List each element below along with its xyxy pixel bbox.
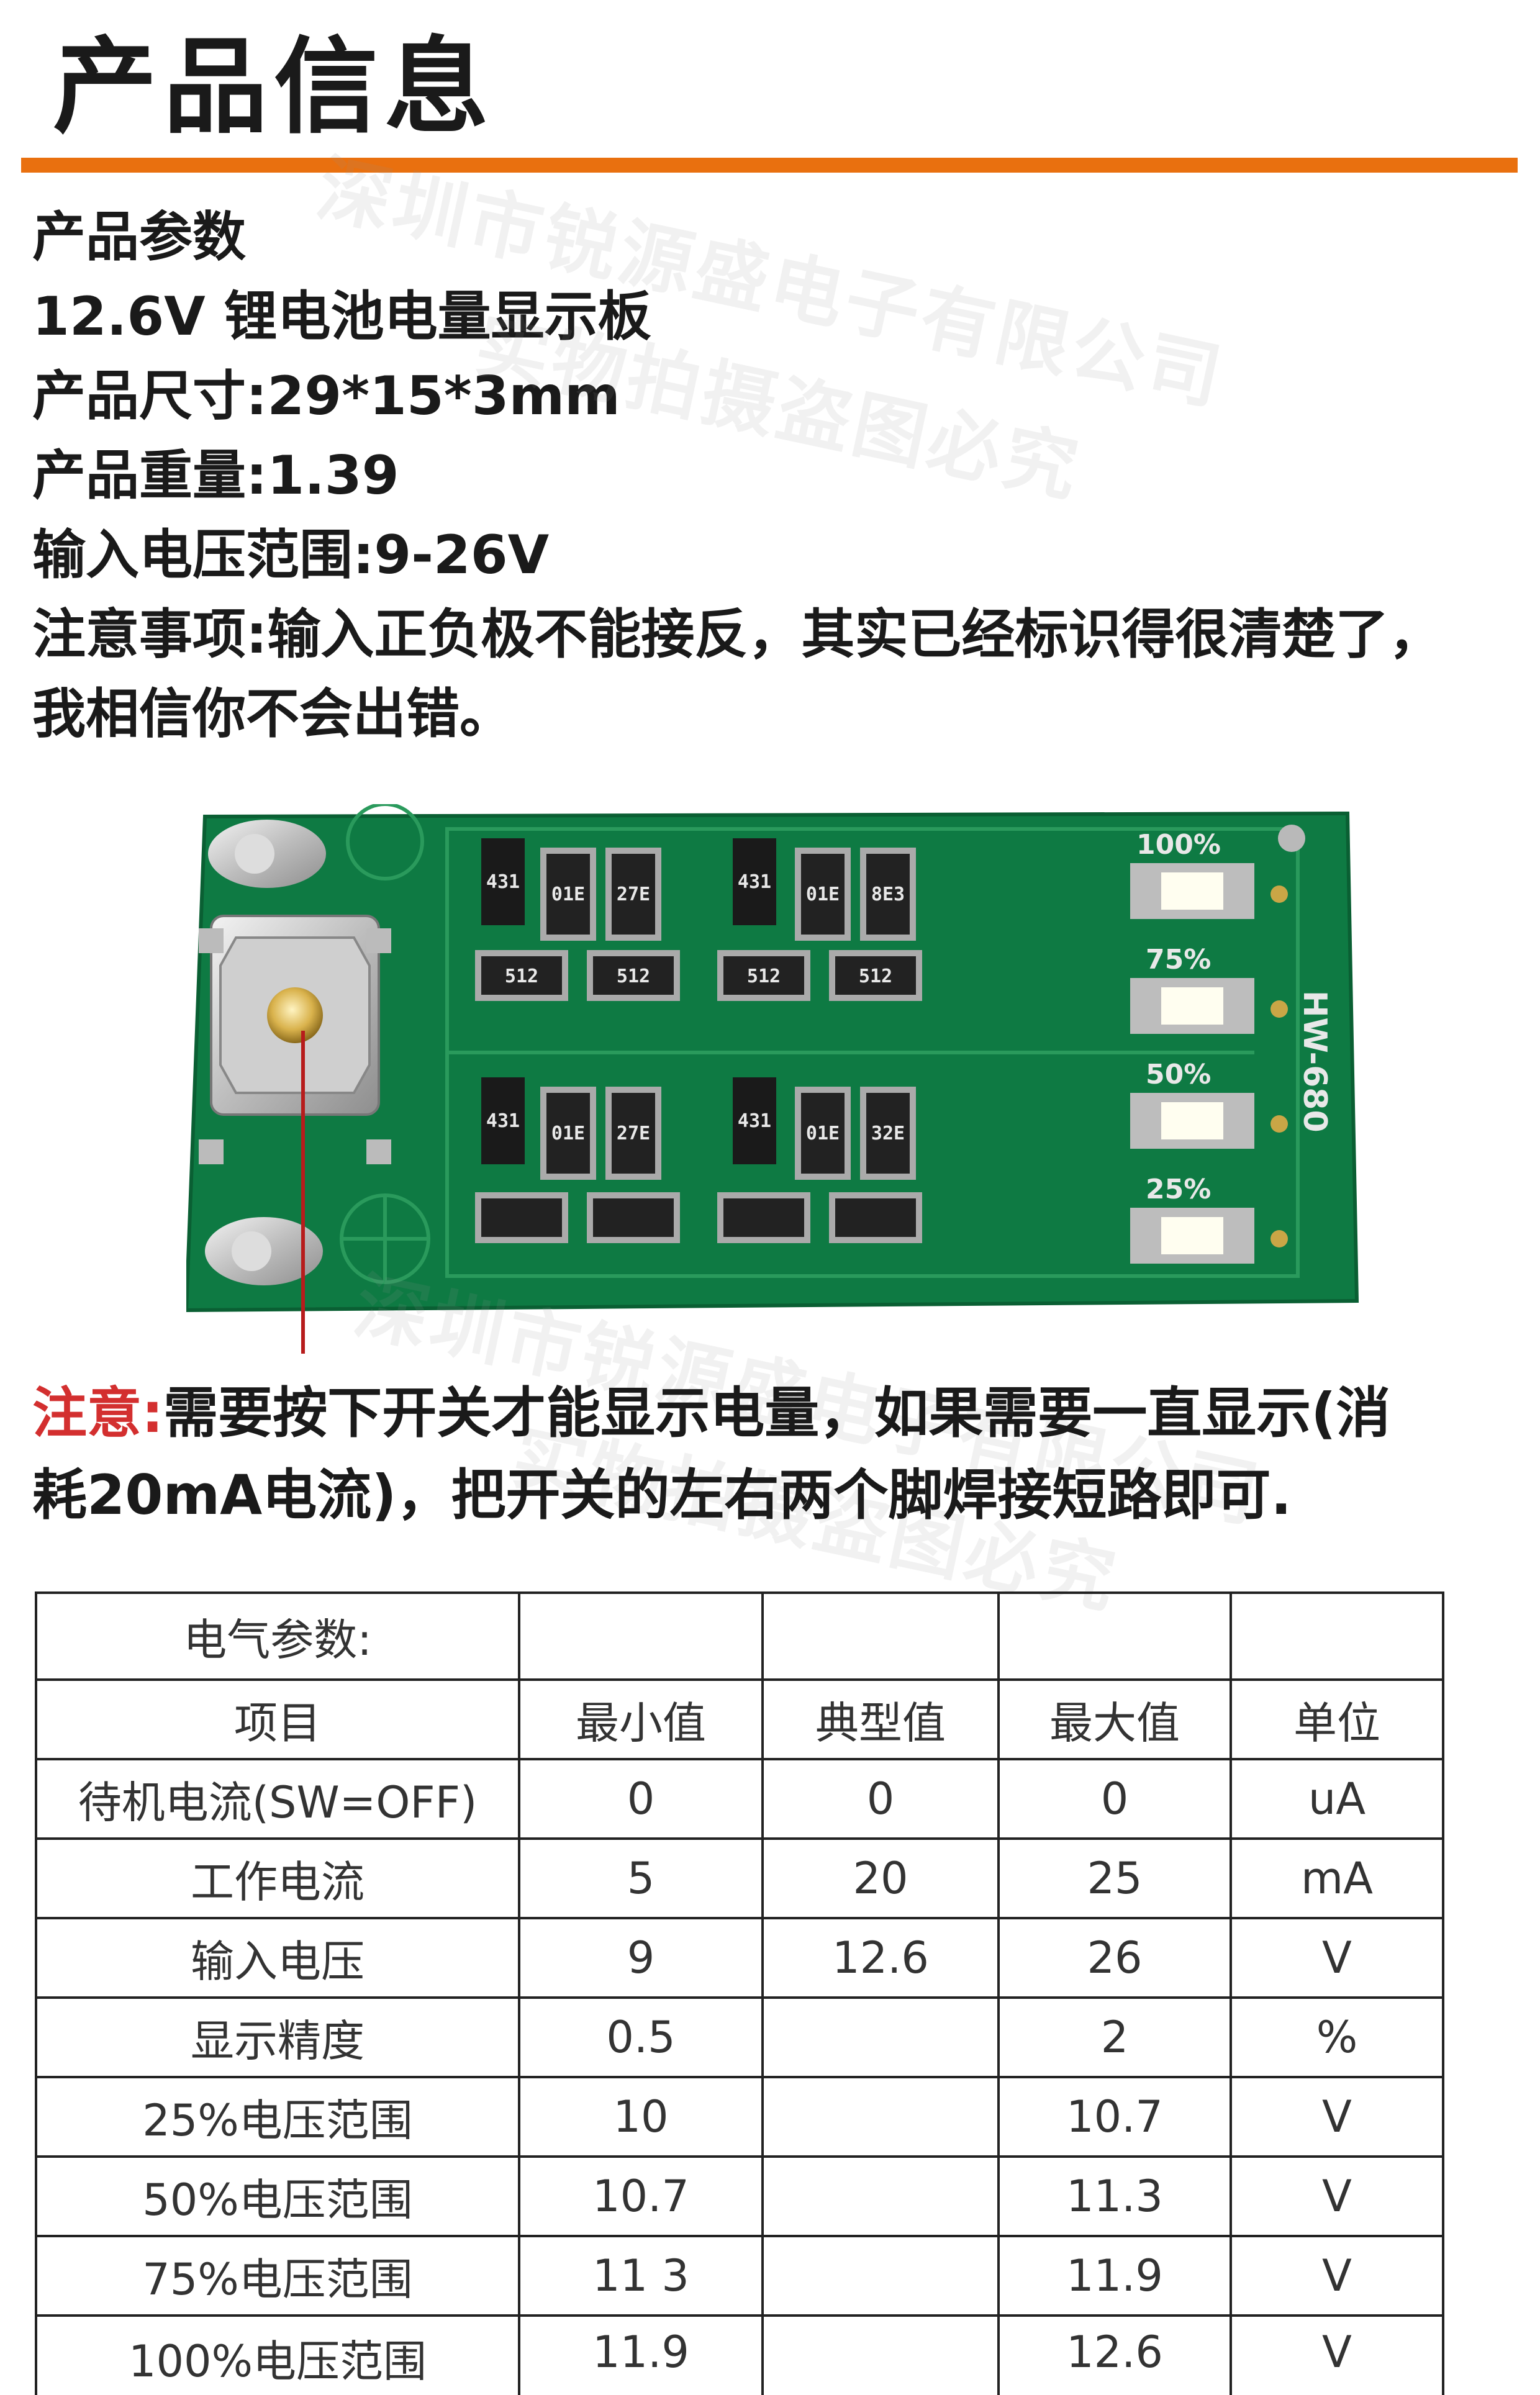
header-item: 项目: [35, 1678, 520, 1760]
switch-callout-line: [301, 1031, 305, 1354]
table-cell: 待机电流(SW=OFF): [35, 1758, 520, 1840]
table-cell: 25%电压范围: [35, 2076, 520, 2158]
table-header-row: 项目 最小值 典型值 最大值 单位: [35, 1678, 1444, 1760]
page-title: 产品信息: [53, 26, 495, 148]
note-line-2: 耗20mA电流)，把开关的左右两个脚焊接短路即可.: [32, 1463, 1292, 1527]
info-size: 产品尺寸:29*15*3mm: [32, 365, 620, 427]
table-cell: 20: [761, 1837, 1000, 1919]
table-caption-row: 电气参数:: [35, 1591, 1444, 1681]
resistor-label: 01E: [551, 1123, 585, 1144]
table-cell: [761, 2076, 1000, 2158]
resistor-label: 512: [505, 966, 538, 987]
table-cell: uA: [1230, 1758, 1444, 1840]
info-product-name: 12.6V 锂电池电量显示板: [32, 286, 651, 348]
table-cell: 0: [761, 1758, 1000, 1840]
board-model-label: HW-680: [1296, 990, 1333, 1133]
info-voltage: 输入电压范围:9-26V: [32, 524, 550, 586]
resistor-label: 27E: [617, 1123, 650, 1144]
table-caption: 电气参数:: [35, 1591, 520, 1681]
table-cell: 26: [997, 1917, 1232, 1999]
table-cell: 50%电压范围: [35, 2155, 520, 2237]
table-cell: V: [1230, 2076, 1444, 2158]
table-cell: 工作电流: [35, 1837, 520, 1919]
led-label-100: 100%: [1136, 829, 1221, 861]
resistor-label: 8E3: [871, 884, 905, 905]
led-label-25: 25%: [1146, 1174, 1211, 1205]
info-caution: 注意事项:输入正负极不能接反，其实已经标识得很清楚了，: [32, 604, 1443, 666]
info-caution-cont: 我相信你不会出错。: [32, 683, 513, 745]
table-cell: 2: [997, 1996, 1232, 2078]
table-cell: V: [1230, 2235, 1444, 2317]
note-line-1: 注意:需要按下开关才能显示电量，如果需要一直显示(消: [32, 1372, 1523, 1454]
table-cell: 11.9: [518, 2314, 764, 2395]
table-cell: [761, 2235, 1000, 2317]
product-photo: 431 431 431 431 01E 27E 01E 8E3 512 512 …: [186, 804, 1366, 1326]
transistor-label: 431: [486, 871, 520, 893]
table-cell: V: [1230, 2155, 1444, 2237]
table-cell: 输入电压: [35, 1917, 520, 1999]
table-cell: %: [1230, 1996, 1444, 2078]
header-max: 最大值: [997, 1678, 1232, 1760]
switch-note: 注意:需要按下开关才能显示电量，如果需要一直显示(消 耗20mA电流)，把开关的…: [32, 1372, 1523, 1536]
resistor-label: 01E: [806, 884, 840, 905]
table-cell: 25: [997, 1837, 1232, 1919]
resistor-label: 01E: [806, 1123, 840, 1144]
table-cell: mA: [1230, 1837, 1444, 1919]
header-min: 最小值: [518, 1678, 764, 1760]
note-text-1: 需要按下开关才能显示电量，如果需要一直显示(消: [163, 1381, 1391, 1445]
table-cell: [761, 2155, 1000, 2237]
resistor-label: 27E: [617, 884, 650, 905]
product-info: 产品参数 12.6V 锂电池电量显示板 产品尺寸:29*15*3mm 产品重量:…: [32, 197, 1523, 754]
table-cell: 0: [997, 1758, 1232, 1840]
table-cell: V: [1230, 2314, 1444, 2395]
info-weight: 产品重量:1.39: [32, 445, 399, 507]
table-cell: 10.7: [997, 2076, 1232, 2158]
table-cell: [761, 1996, 1000, 2078]
table-cell: 75%电压范围: [35, 2235, 520, 2317]
resistor-label: 01E: [551, 884, 585, 905]
resistor-label: 512: [859, 966, 892, 987]
resistor-label: 512: [617, 966, 650, 987]
transistor-label: 431: [738, 1110, 771, 1132]
info-heading: 产品参数: [32, 206, 246, 268]
resistor-label: 512: [747, 966, 781, 987]
note-label: 注意:: [32, 1381, 164, 1445]
header-typ: 典型值: [761, 1678, 1000, 1760]
resistor-label: 32E: [871, 1123, 905, 1144]
table-cell: 显示精度: [35, 1996, 520, 2078]
led-label-50: 50%: [1146, 1059, 1211, 1090]
table-cell: 100%电压范围: [35, 2314, 520, 2395]
title-divider: [21, 158, 1518, 173]
table-cell: V: [1230, 1917, 1444, 1999]
led-label-75: 75%: [1146, 944, 1211, 976]
table-cell: 12.6: [997, 2314, 1232, 2395]
table-cell: 11 3: [518, 2235, 764, 2317]
table-cell: 11.3: [997, 2155, 1232, 2237]
table-cell: 10: [518, 2076, 764, 2158]
transistor-label: 431: [738, 871, 771, 893]
header-unit: 单位: [1230, 1678, 1444, 1760]
table-cell: 12.6: [761, 1917, 1000, 1999]
table-cell: [761, 2314, 1000, 2395]
pcb-board-image: 431 431 431 431 01E 27E 01E 8E3 512 512 …: [186, 804, 1359, 1313]
table-cell: 0.5: [518, 1996, 764, 2078]
table-cell: 10.7: [518, 2155, 764, 2237]
table-cell: 11.9: [997, 2235, 1232, 2317]
table-cell: 5: [518, 1837, 764, 1919]
table-cell: 9: [518, 1917, 764, 1999]
table-cell: 0: [518, 1758, 764, 1840]
transistor-label: 431: [486, 1110, 520, 1132]
